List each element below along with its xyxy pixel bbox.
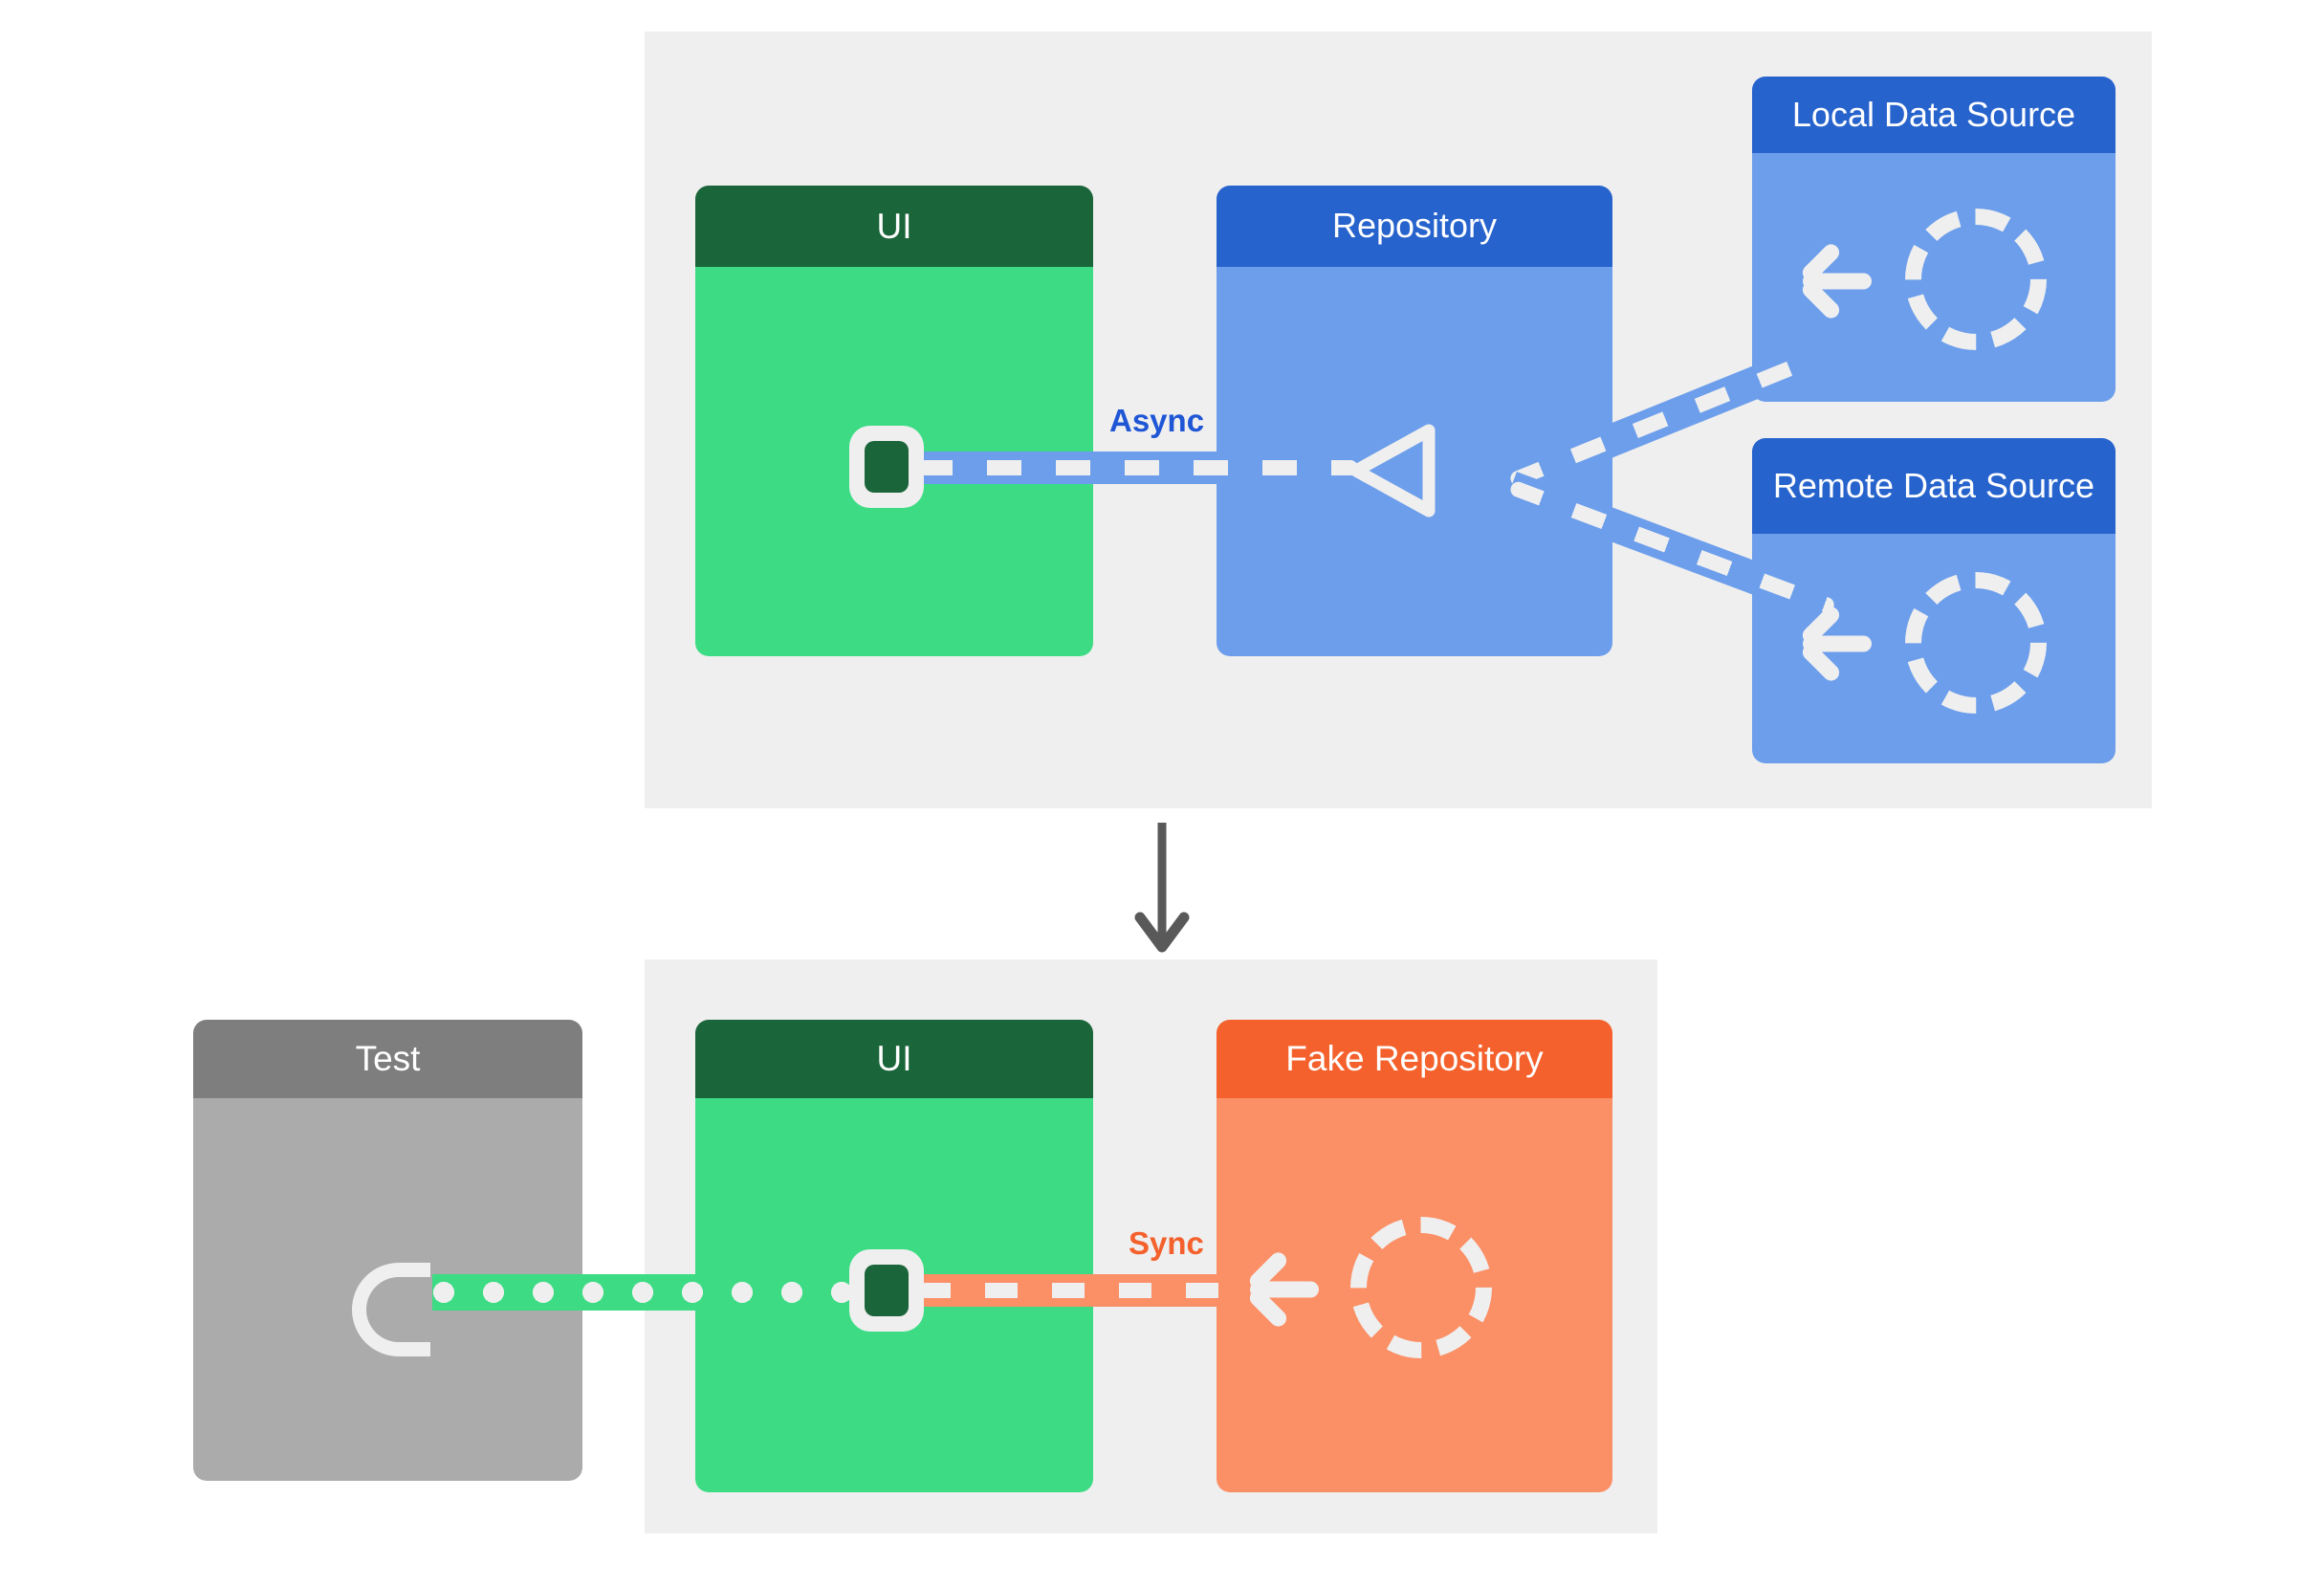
card-fake-repository-title: Fake Repository bbox=[1217, 1020, 1612, 1098]
connector-dash-pattern bbox=[918, 460, 1358, 475]
triangle-left-icon bbox=[1343, 421, 1442, 520]
dashed-circle-icon bbox=[1905, 209, 2047, 350]
card-ui-test-title: UI bbox=[695, 1020, 1093, 1098]
card-test[interactable]: Test bbox=[193, 1020, 582, 1481]
connector-dash-pattern bbox=[918, 1283, 1243, 1298]
connector-ui-repository-async bbox=[918, 452, 1358, 484]
connector-test-ui bbox=[432, 1274, 865, 1311]
left-arrow-icon bbox=[1799, 603, 1872, 685]
card-repository-title: Repository bbox=[1217, 186, 1612, 267]
card-remote-data-source-title: Remote Data Source bbox=[1752, 438, 2116, 534]
edge-label-sync: Sync bbox=[1129, 1225, 1204, 1261]
card-test-title: Test bbox=[193, 1020, 582, 1098]
card-ui-production[interactable]: UI bbox=[695, 186, 1093, 656]
connector-dot-pattern bbox=[432, 1282, 865, 1303]
edge-label-async: Async bbox=[1109, 403, 1205, 438]
plug-connector-icon bbox=[849, 426, 924, 508]
left-arrow-icon bbox=[1799, 240, 1872, 322]
down-arrow-icon bbox=[1129, 823, 1195, 957]
dashed-circle-icon bbox=[1350, 1217, 1492, 1358]
card-local-data-source-title: Local Data Source bbox=[1752, 77, 2116, 153]
plug-connector-icon bbox=[849, 1249, 924, 1332]
connector-ui-fake-repository-sync bbox=[918, 1274, 1243, 1307]
card-ui-production-title: UI bbox=[695, 186, 1093, 267]
dashed-circle-icon bbox=[1905, 572, 2047, 714]
left-arrow-icon bbox=[1246, 1248, 1319, 1331]
